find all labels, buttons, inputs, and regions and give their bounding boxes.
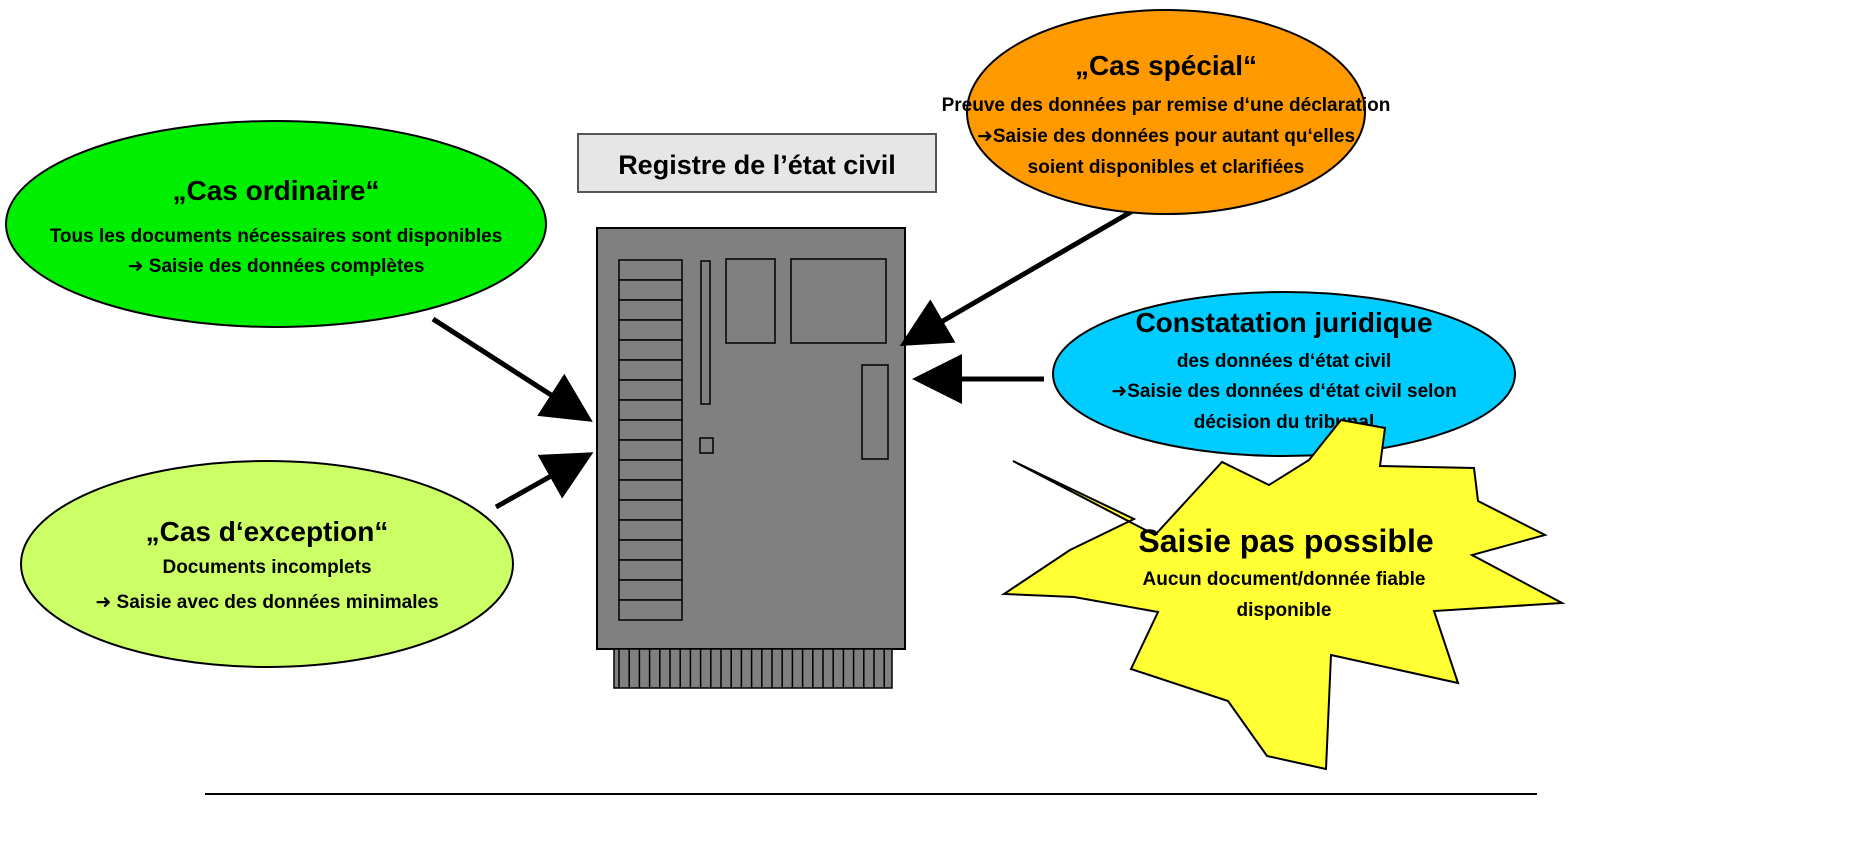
device-slot: [618, 599, 683, 621]
device-slot: [618, 399, 683, 421]
case-ordinaire-line2: ➜ Saisie des données complètes: [128, 256, 425, 277]
case-special: „Cas spécial“ Preuve des données par rem…: [942, 9, 1391, 215]
device-slot: [618, 579, 683, 601]
device-slot: [618, 339, 683, 361]
register-title: Registre de l’état civil: [618, 150, 896, 180]
case-ordinaire-ellipse: [5, 120, 547, 328]
device-slot: [618, 279, 683, 301]
device-slot: [618, 559, 683, 581]
case-juridique-line3: décision du tribunal: [1194, 412, 1375, 433]
case-exception-ellipse: [20, 460, 514, 668]
device-slot: [618, 259, 683, 281]
device-slot: [618, 359, 683, 381]
case-impossible: Saisie pas possible Aucun document/donné…: [1000, 418, 1566, 771]
case-juridique: Constatation juridique des données d‘éta…: [1052, 291, 1516, 457]
device-slot: [618, 319, 683, 341]
arrow-ordinaire: [431, 316, 593, 422]
case-impossible-title: Saisie pas possible: [1138, 523, 1433, 559]
device-slot: [618, 419, 683, 441]
case-special-ellipse: [966, 9, 1366, 215]
device-slots: [618, 259, 683, 621]
case-special-line2: ➜Saisie des données pour autant qu‘elles: [977, 126, 1355, 147]
case-special-line3: soient disponibles et clarifiées: [1028, 157, 1305, 178]
case-juridique-title: Constatation juridique: [1135, 307, 1432, 338]
case-impossible-line2: disponible: [1237, 600, 1332, 621]
case-juridique-line1: des données d‘état civil: [1177, 351, 1391, 372]
case-exception-line2: ➜ Saisie avec des données minimales: [95, 592, 438, 613]
case-special-line1: Preuve des données par remise d‘une décl…: [942, 95, 1391, 116]
case-ordinaire-title: „Cas ordinaire“: [173, 175, 380, 206]
device-slot: [618, 499, 683, 521]
case-exception: „Cas d‘exception“ Documents incomplets ➜…: [20, 460, 514, 668]
device-slot: [618, 299, 683, 321]
case-impossible-starburst: [1000, 418, 1566, 771]
arrow-exception: [494, 452, 594, 510]
case-impossible-line1: Aucun document/donnée fiable: [1143, 569, 1426, 590]
arrow-special: [899, 206, 1138, 347]
register-device-icon: [596, 227, 906, 689]
device-slot: [618, 439, 683, 461]
case-juridique-line2: ➜Saisie des données d‘état civil selon: [1111, 381, 1456, 402]
case-juridique-ellipse: [1052, 291, 1516, 457]
device-slot: [618, 539, 683, 561]
case-ordinaire-line1: Tous les documents nécessaires sont disp…: [50, 226, 503, 247]
device-slot: [618, 379, 683, 401]
case-special-title: „Cas spécial“: [1075, 50, 1257, 81]
case-ordinaire: „Cas ordinaire“ Tous les documents néces…: [5, 120, 547, 328]
device-slot: [618, 479, 683, 501]
register-title-box: Registre de l’état civil: [577, 133, 937, 193]
device-slot: [618, 519, 683, 541]
case-exception-title: „Cas d‘exception“: [146, 516, 389, 547]
device-slot: [618, 459, 683, 481]
case-exception-line1: Documents incomplets: [162, 557, 371, 578]
device-connector-pins: [618, 649, 885, 688]
